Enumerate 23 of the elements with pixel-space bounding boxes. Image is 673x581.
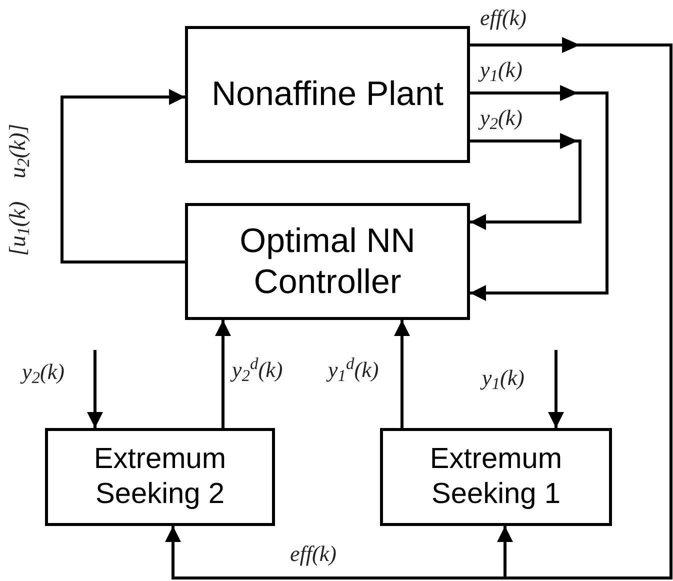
edge-label: y$_{1}$(k): [480, 56, 522, 84]
box-label: Extremum Seeking 2: [92, 442, 228, 512]
box-label: Nonaffine Plant: [210, 74, 444, 115]
arrow: [87, 350, 103, 428]
process-box: [380, 428, 612, 526]
box-label: Extremum Seeking 1: [428, 442, 564, 512]
arrow: [548, 350, 564, 428]
arrow: [470, 133, 582, 230]
process-box: [45, 428, 275, 526]
process-box: [185, 26, 470, 163]
arrow: [215, 320, 231, 428]
edge-label: y$_{1}$$^{d}$(k): [328, 356, 379, 384]
edge-label: y$_{1}$(k): [482, 364, 524, 392]
edge-label: eff(k): [290, 540, 336, 568]
box-label: Optimal NN Controller: [238, 220, 416, 302]
edge-label: eff(k): [480, 4, 526, 32]
edge-label: y$_{2}$(k): [22, 358, 64, 386]
arrow: [60, 89, 185, 264]
arrow: [394, 320, 410, 428]
arrow: [470, 85, 608, 301]
edge-label: y$_{2}$$^{d}$(k): [232, 356, 283, 384]
process-box: [185, 203, 470, 320]
edge-label: y$_{2}$(k): [480, 104, 522, 132]
